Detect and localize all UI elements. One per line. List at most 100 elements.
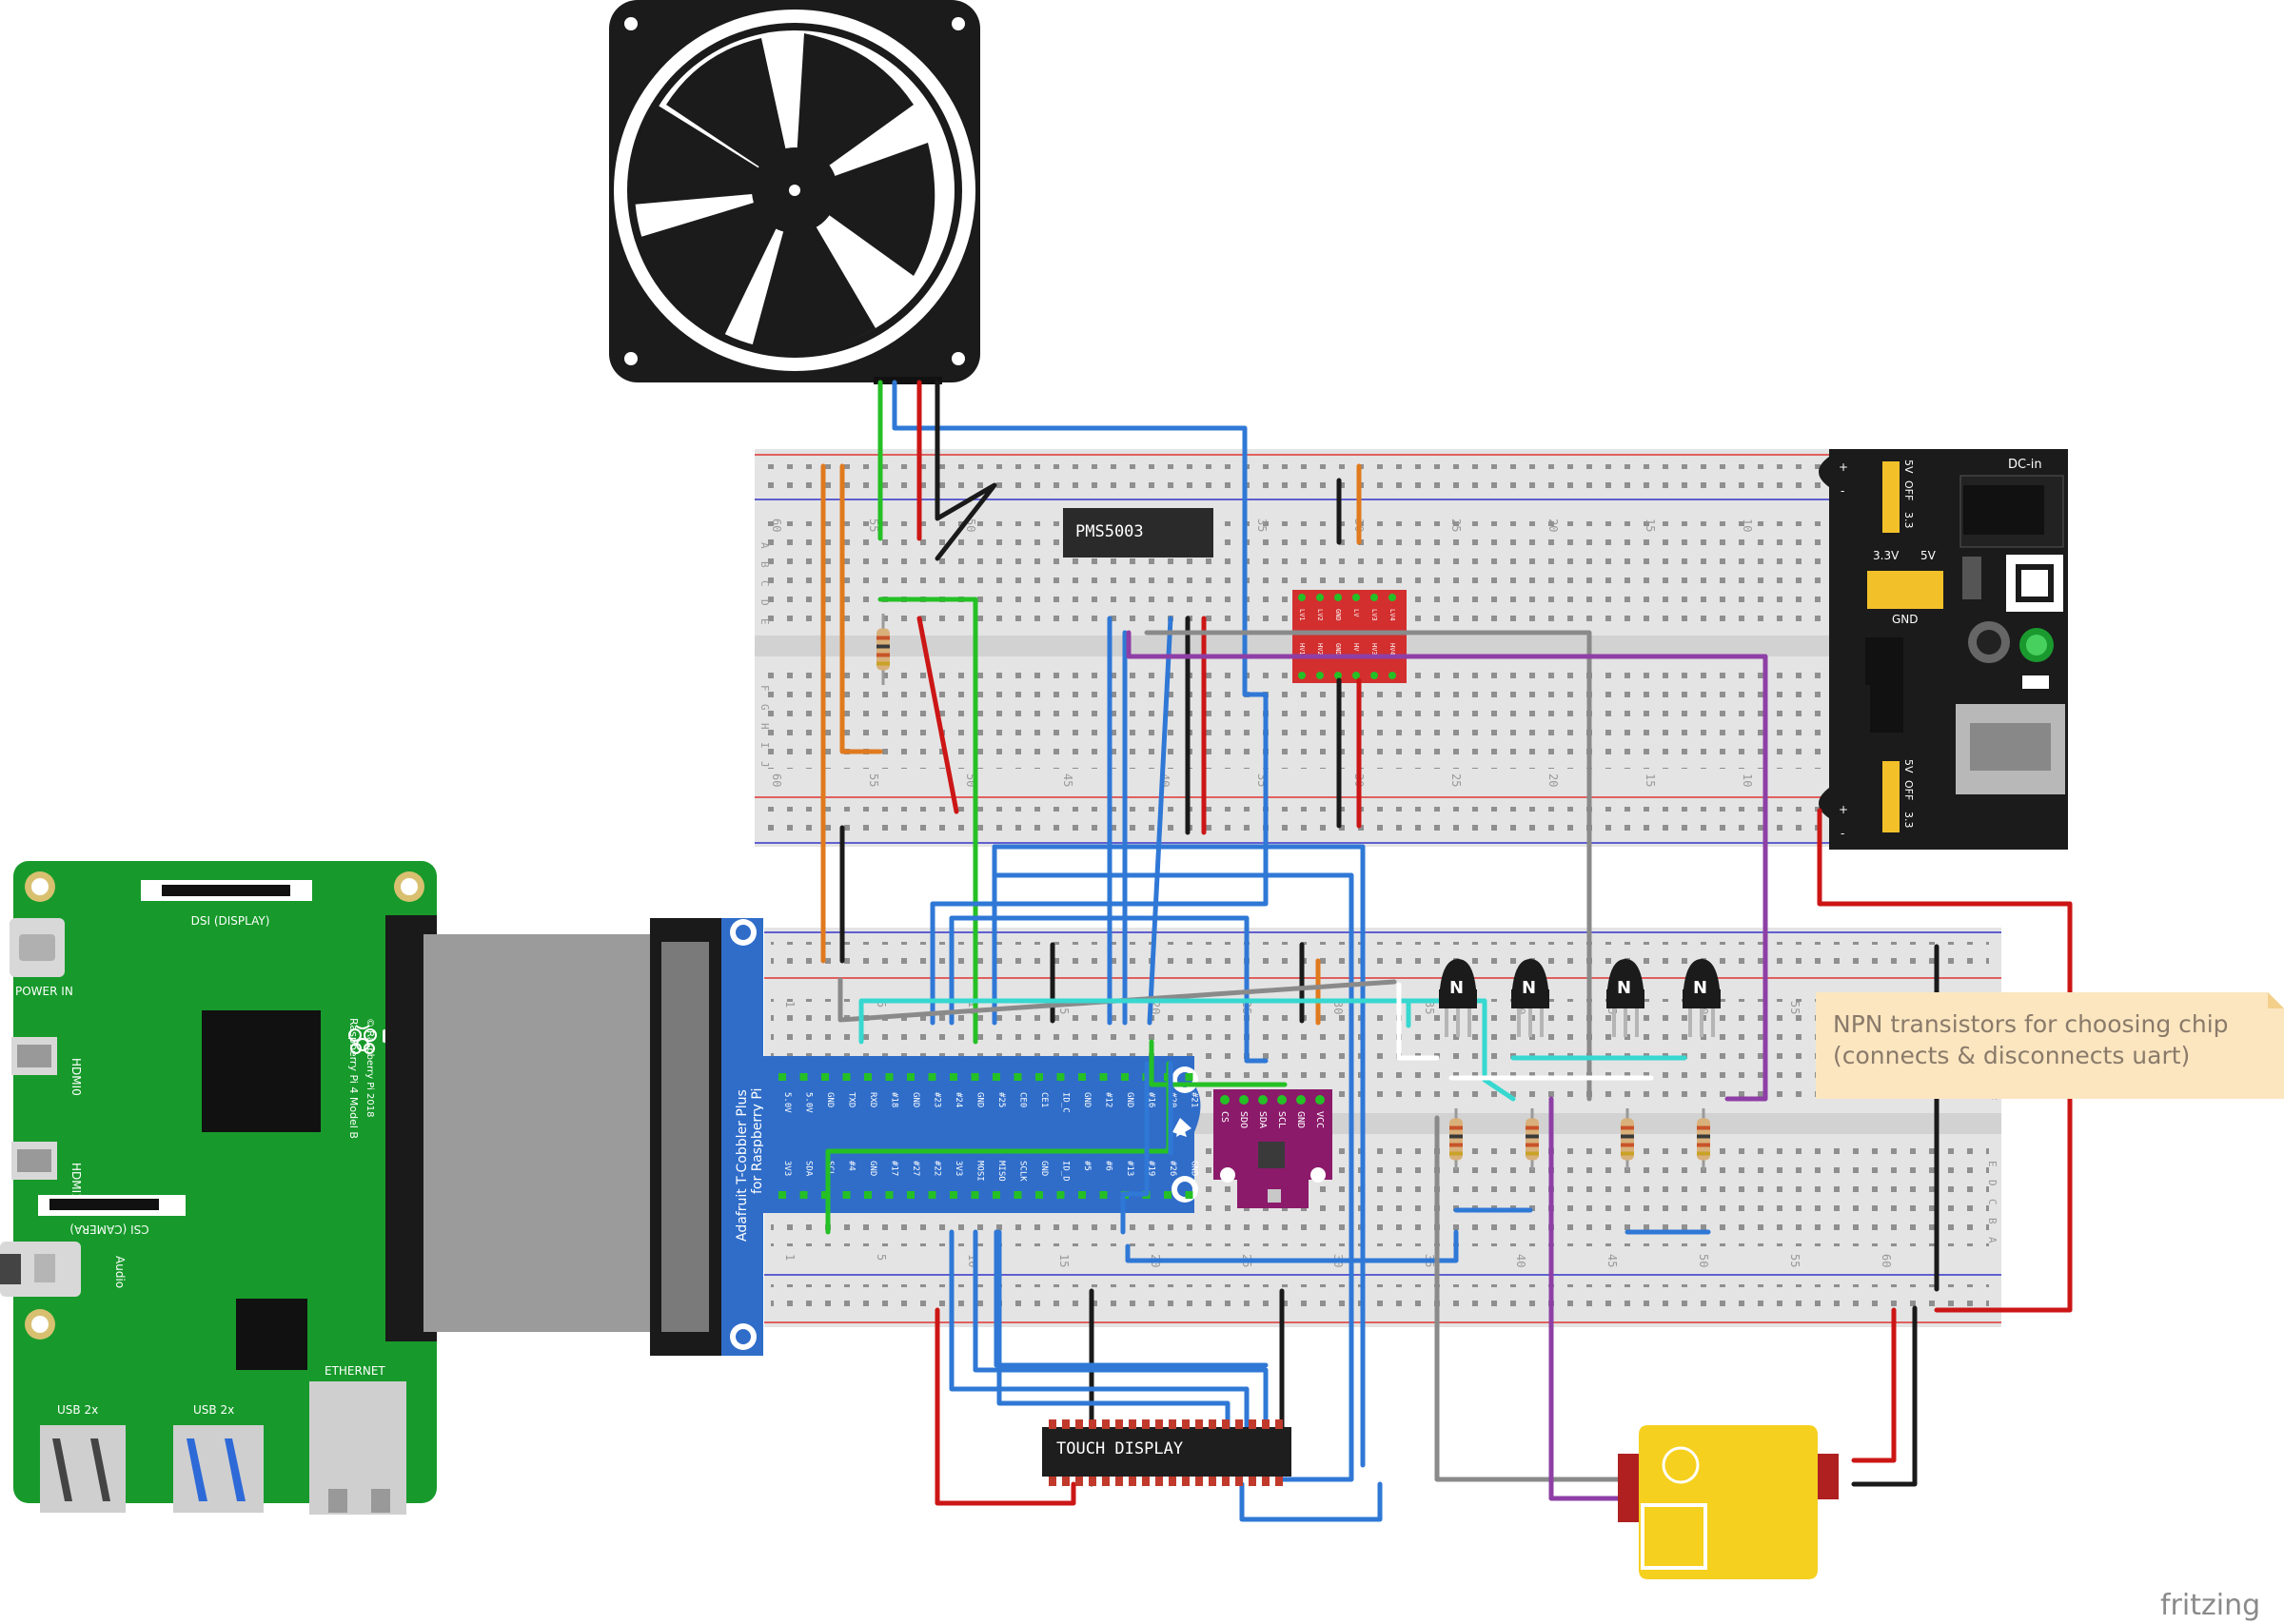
cobbler-pin-top xyxy=(799,1073,808,1081)
rail-minus-bot: - xyxy=(1841,827,1844,840)
row-letter: E xyxy=(1986,1161,1998,1167)
wire-fan-blue xyxy=(892,380,1269,697)
shifter-pin xyxy=(1352,594,1360,601)
display-pin xyxy=(1182,1419,1190,1429)
row-letter: E xyxy=(758,618,771,625)
display-pin xyxy=(1169,1419,1176,1429)
cobbler-pin-bottom xyxy=(993,1191,1000,1199)
cobbler-pin-label: #6 xyxy=(1104,1161,1113,1171)
column-number: 25 xyxy=(1449,773,1463,787)
shifter-pin-label: GND xyxy=(1334,609,1342,621)
display-pin xyxy=(1249,1477,1256,1486)
row-letter: C xyxy=(1986,1199,1998,1205)
display-pin xyxy=(1222,1477,1230,1486)
row-letter: D xyxy=(1986,1180,1998,1186)
cobbler-pin-label: #26 xyxy=(1168,1161,1177,1176)
cobbler-pin-top xyxy=(971,1073,979,1081)
shifter-pin xyxy=(1370,672,1378,679)
wire-red-4 xyxy=(1817,808,2073,1313)
cobbler-pin-label: ID_C xyxy=(1061,1092,1071,1113)
cobbler-pin-label: #25 xyxy=(996,1092,1006,1107)
shifter-pin-label: HV4 xyxy=(1388,643,1396,655)
resistor xyxy=(1449,1108,1463,1170)
wire-orange-2 xyxy=(839,463,883,754)
display-pin xyxy=(1129,1477,1136,1486)
cobbler-pin-top xyxy=(885,1073,894,1081)
shifter-pin xyxy=(1316,672,1324,679)
wire-blue-14 xyxy=(1125,1229,1459,1263)
cobbler-pin-bottom xyxy=(778,1191,786,1199)
jumper-top-33: 3.3 xyxy=(1902,512,1915,529)
row-letter: C xyxy=(758,580,771,587)
wire-blue-12 xyxy=(994,1229,1269,1368)
resistors xyxy=(876,614,1710,1170)
cobbler-pin-top xyxy=(993,1073,1000,1081)
jumper-top-5v: 5V xyxy=(1902,460,1915,474)
column-number: 45 xyxy=(1061,773,1074,787)
column-number: 15 xyxy=(1644,519,1657,532)
display-pin xyxy=(1155,1419,1163,1429)
cobbler-pin-label: SDA xyxy=(804,1161,814,1177)
cobbler-pin-label: CE0 xyxy=(1018,1092,1028,1107)
sensor-pin xyxy=(1258,1095,1268,1105)
cobbler-pin-label: #17 xyxy=(890,1161,899,1176)
breadboard-top: 6060555550504545404035353030252520201515… xyxy=(755,449,1873,847)
cobbler-pin-label: 5.0V xyxy=(804,1092,814,1113)
wire-red-6 xyxy=(935,1307,1076,1506)
column-number: 40 xyxy=(1514,1254,1527,1267)
cobbler-pin-label: #18 xyxy=(890,1092,899,1107)
wire-red-5 xyxy=(1851,1307,1897,1463)
cobbler-pin-bottom xyxy=(821,1191,829,1199)
display-pin xyxy=(1102,1419,1110,1429)
wire-gray-1 xyxy=(1144,630,1592,1102)
co2-sensor xyxy=(1618,1425,1839,1579)
display-pin xyxy=(1075,1419,1083,1429)
cobbler-pin-top xyxy=(1035,1073,1043,1081)
cobbler-pin-label: #27 xyxy=(911,1161,920,1176)
display-pin xyxy=(1209,1419,1216,1429)
cobbler-pin-top xyxy=(907,1073,915,1081)
shifter-pin xyxy=(1298,594,1306,601)
cobbler-pin-top xyxy=(928,1073,936,1081)
sensor-pin-label: SDO xyxy=(1238,1111,1249,1128)
cobbler-pin-label: GND xyxy=(825,1092,835,1107)
sensor-pin-label: CS xyxy=(1219,1111,1230,1123)
wire-fan-black xyxy=(935,380,997,561)
cobbler-pin-label: MOSI xyxy=(975,1161,985,1182)
wire-blue-9 xyxy=(994,872,1354,1482)
cobbler-pin-label: #4 xyxy=(847,1161,856,1171)
cobbler-pin-label: #5 xyxy=(1082,1161,1092,1171)
cobbler-pin-label: #23 xyxy=(933,1092,942,1107)
display-pin xyxy=(1089,1477,1096,1486)
power-in-label: POWER IN xyxy=(15,985,73,998)
npn-transistor: N xyxy=(1683,959,1721,1037)
dc-in-label: DC-in xyxy=(2008,458,2042,472)
cobbler-pin-top xyxy=(778,1073,786,1081)
wire-white-1 xyxy=(1396,982,1440,1061)
cobbler-pin-bottom xyxy=(799,1191,808,1199)
display-pin xyxy=(1155,1477,1163,1486)
sensor-pin-label: SDA xyxy=(1257,1111,1268,1128)
display-pin xyxy=(1089,1419,1096,1429)
rail-minus-top: - xyxy=(1841,484,1844,498)
shifter-pin-label: LV2 xyxy=(1316,609,1324,621)
cobbler-pin-bottom xyxy=(1185,1191,1193,1199)
pms-chip-label: PMS5003 xyxy=(1075,522,1144,541)
display-pin xyxy=(1235,1477,1243,1486)
column-number: 5 xyxy=(875,1254,888,1261)
column-number: 60 xyxy=(1880,1254,1893,1267)
cobbler-pin-label: GND xyxy=(868,1161,877,1176)
fritzing-watermark: fritzing xyxy=(2160,1589,2260,1622)
transistor-label: N xyxy=(1693,978,1707,998)
cobbler-pin-top xyxy=(1185,1073,1193,1081)
jumper-bot-off: OFF xyxy=(1902,780,1915,800)
column-number: 20 xyxy=(1546,773,1560,787)
shifter-pin xyxy=(1388,672,1396,679)
cobbler-pin-bottom xyxy=(1099,1191,1108,1199)
usb-label-1: USB 2x xyxy=(57,1403,98,1417)
cobbler-pin-label: #22 xyxy=(933,1161,942,1176)
sensor-pin xyxy=(1220,1095,1230,1105)
display-pin xyxy=(1235,1419,1243,1429)
